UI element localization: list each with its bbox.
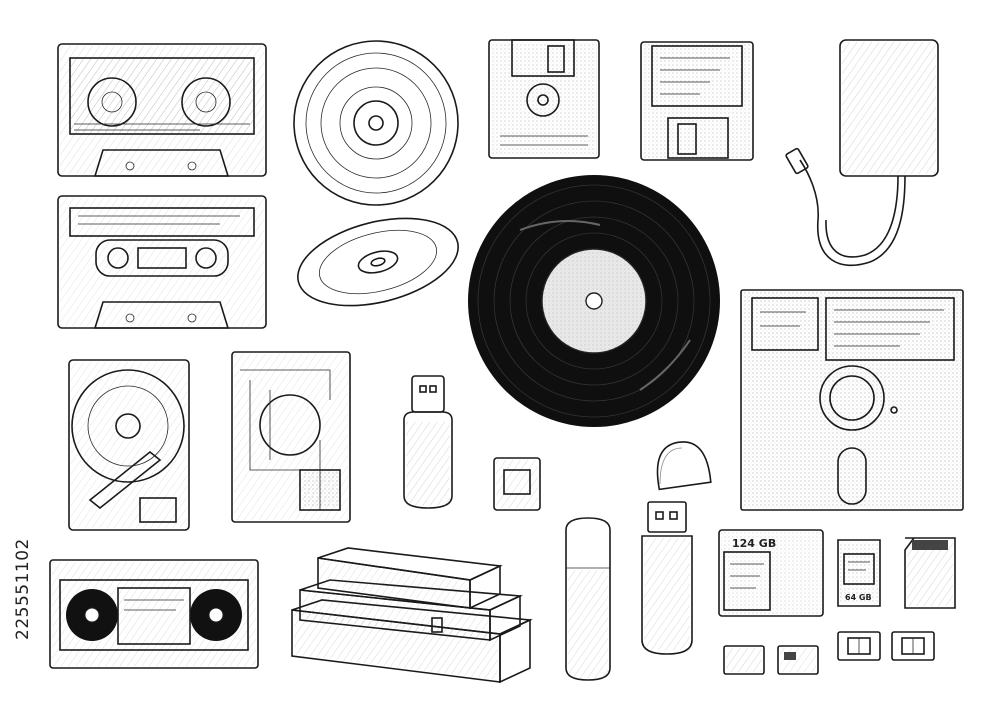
usb-flash-drive-icon	[403, 375, 453, 509]
micro-sd-card-icon	[777, 645, 819, 675]
stock-image-id: 225551102	[13, 538, 33, 640]
vinyl-record-icon	[468, 175, 720, 427]
usb-flash-drive-icon	[641, 501, 693, 655]
vhs-tape-icon	[49, 559, 259, 669]
sd-card-icon	[904, 537, 956, 609]
cassette-tape-icon	[57, 43, 267, 177]
sd-card-capacity-label: 64 GB	[845, 593, 872, 602]
vhs-tape-stack-icon	[291, 547, 533, 684]
compact-disc-icon	[297, 217, 459, 307]
memory-card-icon: 124 GB	[718, 529, 824, 617]
hard-disk-circuit-board-icon	[231, 351, 351, 523]
usb-receiver-icon	[493, 457, 541, 511]
floppy-disk-icon	[488, 39, 600, 159]
micro-sd-card-icon	[723, 645, 765, 675]
sim-card-icon	[837, 631, 881, 661]
usb-cap-icon	[656, 441, 712, 491]
memory-card-capacity-label: 124 GB	[732, 537, 776, 550]
floppy-disk-icon	[640, 41, 754, 161]
sd-card-icon: 64 GB	[837, 539, 881, 607]
usb-flash-drive-icon	[565, 517, 611, 681]
cassette-tape-icon	[57, 195, 267, 329]
floppy-disk-large-icon	[740, 289, 964, 511]
external-hard-drive-icon	[785, 39, 939, 267]
hard-disk-drive-icon	[68, 359, 190, 531]
compact-disc-icon	[293, 40, 459, 206]
sim-card-icon	[891, 631, 935, 661]
